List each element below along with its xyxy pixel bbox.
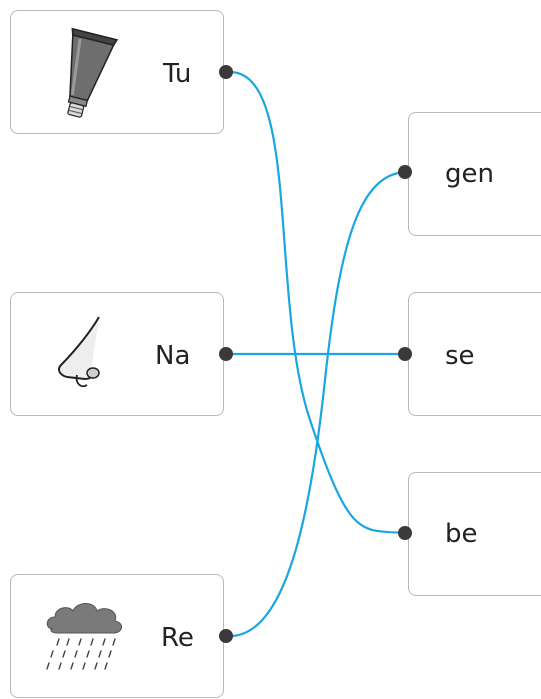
connector-dot-gen[interactable] — [398, 165, 412, 179]
word-card-be: be — [408, 472, 541, 596]
syllable-tu: Tu — [163, 59, 192, 89]
syllable-re: Re — [161, 623, 194, 653]
syllable-gen: gen — [445, 159, 494, 189]
line-re-gen — [229, 170, 406, 638]
connector-dot-se[interactable] — [398, 347, 412, 361]
syllable-be: be — [445, 519, 478, 549]
syllable-na: Na — [155, 341, 191, 371]
connector-dot-tu[interactable] — [219, 65, 233, 79]
connector-dot-re[interactable] — [219, 629, 233, 643]
word-card-gen: gen — [408, 112, 541, 236]
connector-dot-be[interactable] — [398, 526, 412, 540]
line-tu-be — [229, 70, 406, 535]
word-card-tu: Tu — [10, 10, 224, 134]
word-card-na: Na — [10, 292, 224, 416]
word-card-se: se — [408, 292, 541, 416]
connector-dot-na[interactable] — [219, 347, 233, 361]
tube-icon — [67, 27, 119, 118]
syllable-se: se — [445, 341, 475, 371]
nose-icon — [58, 316, 100, 388]
word-card-re: Re — [10, 574, 224, 698]
rain-cloud-icon — [46, 603, 122, 670]
